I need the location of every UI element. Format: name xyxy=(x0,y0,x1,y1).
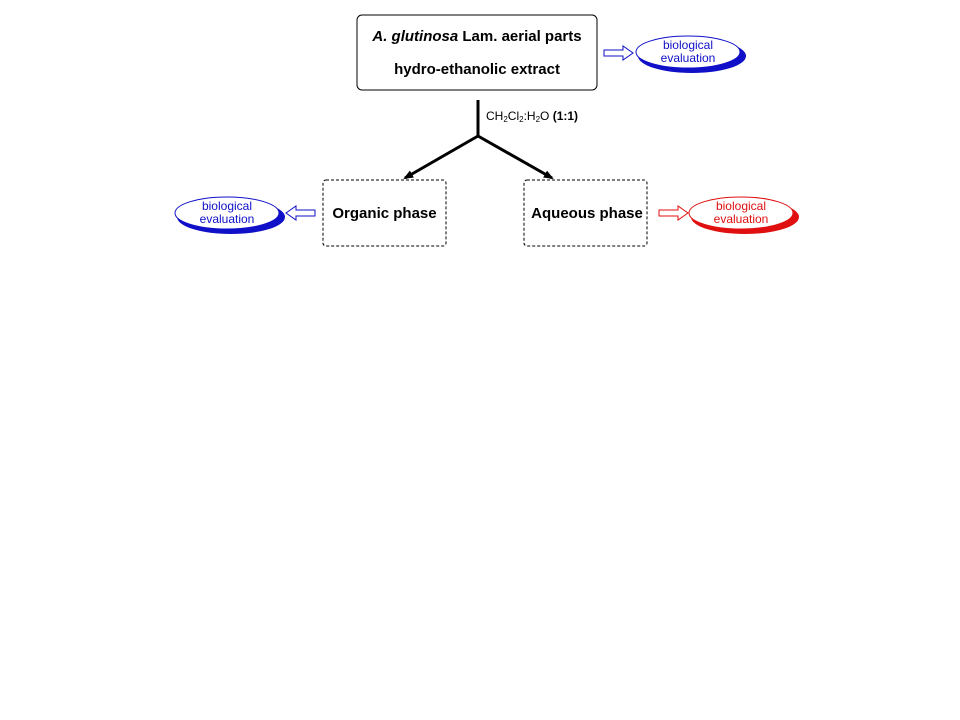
hollow-arrow-left xyxy=(285,205,316,221)
eval-top-line1: biological xyxy=(662,38,714,52)
eval-ellipse-top xyxy=(635,35,741,69)
eval-left-line2: evaluation xyxy=(199,212,255,226)
species-name: A. glutinosa xyxy=(372,28,459,45)
main-box-line1: A. glutinosa Lam. aerial parts xyxy=(357,28,597,45)
arrow-to-organic xyxy=(403,134,479,180)
species-rest: Lam. aerial parts xyxy=(458,28,582,45)
solvent-part-d: O xyxy=(540,109,553,123)
solvent-sub-b: 2 xyxy=(519,115,524,124)
hollow-arrow-right xyxy=(658,205,689,221)
solvent-label: CH2Cl2:H2O (1:1) xyxy=(486,109,578,124)
eval-ellipse-right xyxy=(688,196,794,230)
aqueous-phase-label: Aqueous phase xyxy=(531,205,643,222)
eval-top-line2: evaluation xyxy=(660,51,716,65)
eval-top-label: biological evaluation xyxy=(636,39,740,65)
solvent-ratio: (1:1) xyxy=(552,109,579,123)
organic-phase-label: Organic phase xyxy=(332,205,437,222)
eval-right-line2: evaluation xyxy=(713,212,769,226)
solvent-sub-a: 2 xyxy=(503,115,508,124)
aqueous-phase-box xyxy=(523,179,648,247)
main-box-line2: hydro-ethanolic extract xyxy=(394,61,560,78)
solvent-part-a: CH xyxy=(486,109,504,123)
eval-right-label: biological evaluation xyxy=(689,200,793,226)
main-extract-box xyxy=(356,14,598,91)
eval-right-line1: biological xyxy=(715,199,767,213)
eval-ellipse-left xyxy=(174,196,280,230)
arrow-to-aqueous xyxy=(477,134,554,180)
hollow-arrow-top xyxy=(603,45,634,61)
solvent-part-b: Cl xyxy=(507,109,520,123)
eval-left-line1: biological xyxy=(201,199,253,213)
organic-phase-box xyxy=(322,179,447,247)
eval-left-label: biological evaluation xyxy=(175,200,279,226)
solvent-sub-c: 2 xyxy=(535,115,541,124)
solvent-part-c: :H xyxy=(523,109,536,123)
